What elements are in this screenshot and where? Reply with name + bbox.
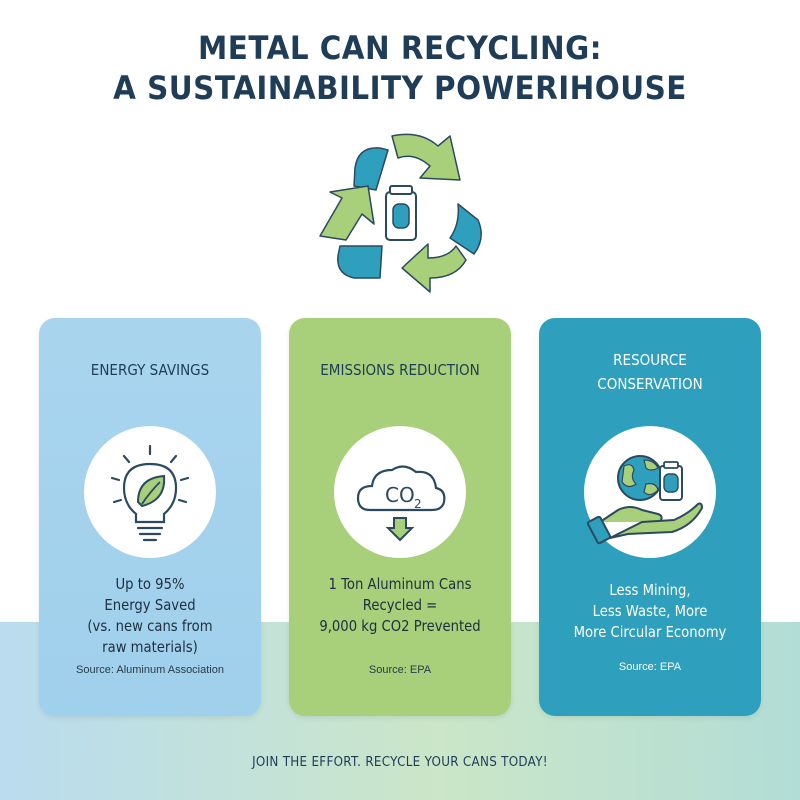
co2-subscript: 2 xyxy=(414,497,422,511)
title-line-1: METAL CAN RECYCLING: xyxy=(197,29,603,67)
co2-text: CO xyxy=(385,483,415,507)
stat-line: More Circular Economy xyxy=(573,623,727,641)
emissions-stat: 1 Ton Aluminum Cans Recycled = 9,000 kg … xyxy=(302,574,497,637)
stat-line: raw materials) xyxy=(102,638,198,656)
call-to-action: JOIN THE EFFORT. RECYCLE YOUR CANS TODAY… xyxy=(252,755,548,770)
stat-line: Up to 95% xyxy=(115,575,185,593)
stat-line: 9,000 kg CO2 Prevented xyxy=(319,617,481,635)
card-title: RESOURCE CONSERVATION xyxy=(550,348,750,396)
card-title: EMISSIONS REDUCTION xyxy=(300,358,500,382)
card-title: ENERGY SAVINGS xyxy=(50,358,250,382)
globe-hand-can-icon xyxy=(584,426,716,558)
title-line-2: A SUSTAINABILITY POWERIHOUSE xyxy=(113,69,687,107)
page-title: METAL CAN RECYCLING: A SUSTAINABILITY PO… xyxy=(32,28,768,108)
emissions-reduction-card: EMISSIONS REDUCTION CO 2 1 Ton Aluminum … xyxy=(289,318,511,716)
energy-savings-card: ENERGY SAVINGS Up to 95% Energy Saved ( xyxy=(39,318,261,716)
stat-line: 1 Ton Aluminum Cans xyxy=(328,575,472,593)
stat-line: Energy Saved xyxy=(104,596,196,614)
card-title-line: ENERGY SAVINGS xyxy=(90,361,210,379)
stat-line: Recycled = xyxy=(362,596,438,614)
energy-stat: Up to 95% Energy Saved (vs. new cans fro… xyxy=(52,574,247,658)
stat-line: Less Waste, More xyxy=(592,602,708,620)
lightbulb-leaf-icon xyxy=(84,426,216,558)
can-icon xyxy=(385,185,417,241)
stat-line: (vs. new cans from xyxy=(87,617,213,635)
resource-conservation-card: RESOURCE CONSERVATION Less Mining, Less … xyxy=(539,318,761,716)
co2-cloud-icon: CO 2 xyxy=(334,426,466,558)
stat-line: Less Mining, xyxy=(609,581,691,599)
resource-stat: Less Mining, Less Waste, More More Circu… xyxy=(552,580,747,643)
source-label: Source: EPA xyxy=(618,661,682,673)
card-title-line: CONSERVATION xyxy=(597,375,703,393)
card-title-line: EMISSIONS REDUCTION xyxy=(320,361,480,379)
source-label: Source: Aluminum Association xyxy=(76,664,224,676)
card-title-line: RESOURCE xyxy=(613,351,687,369)
source-label: Source: EPA xyxy=(368,664,432,676)
recycle-can-icon xyxy=(319,133,482,293)
